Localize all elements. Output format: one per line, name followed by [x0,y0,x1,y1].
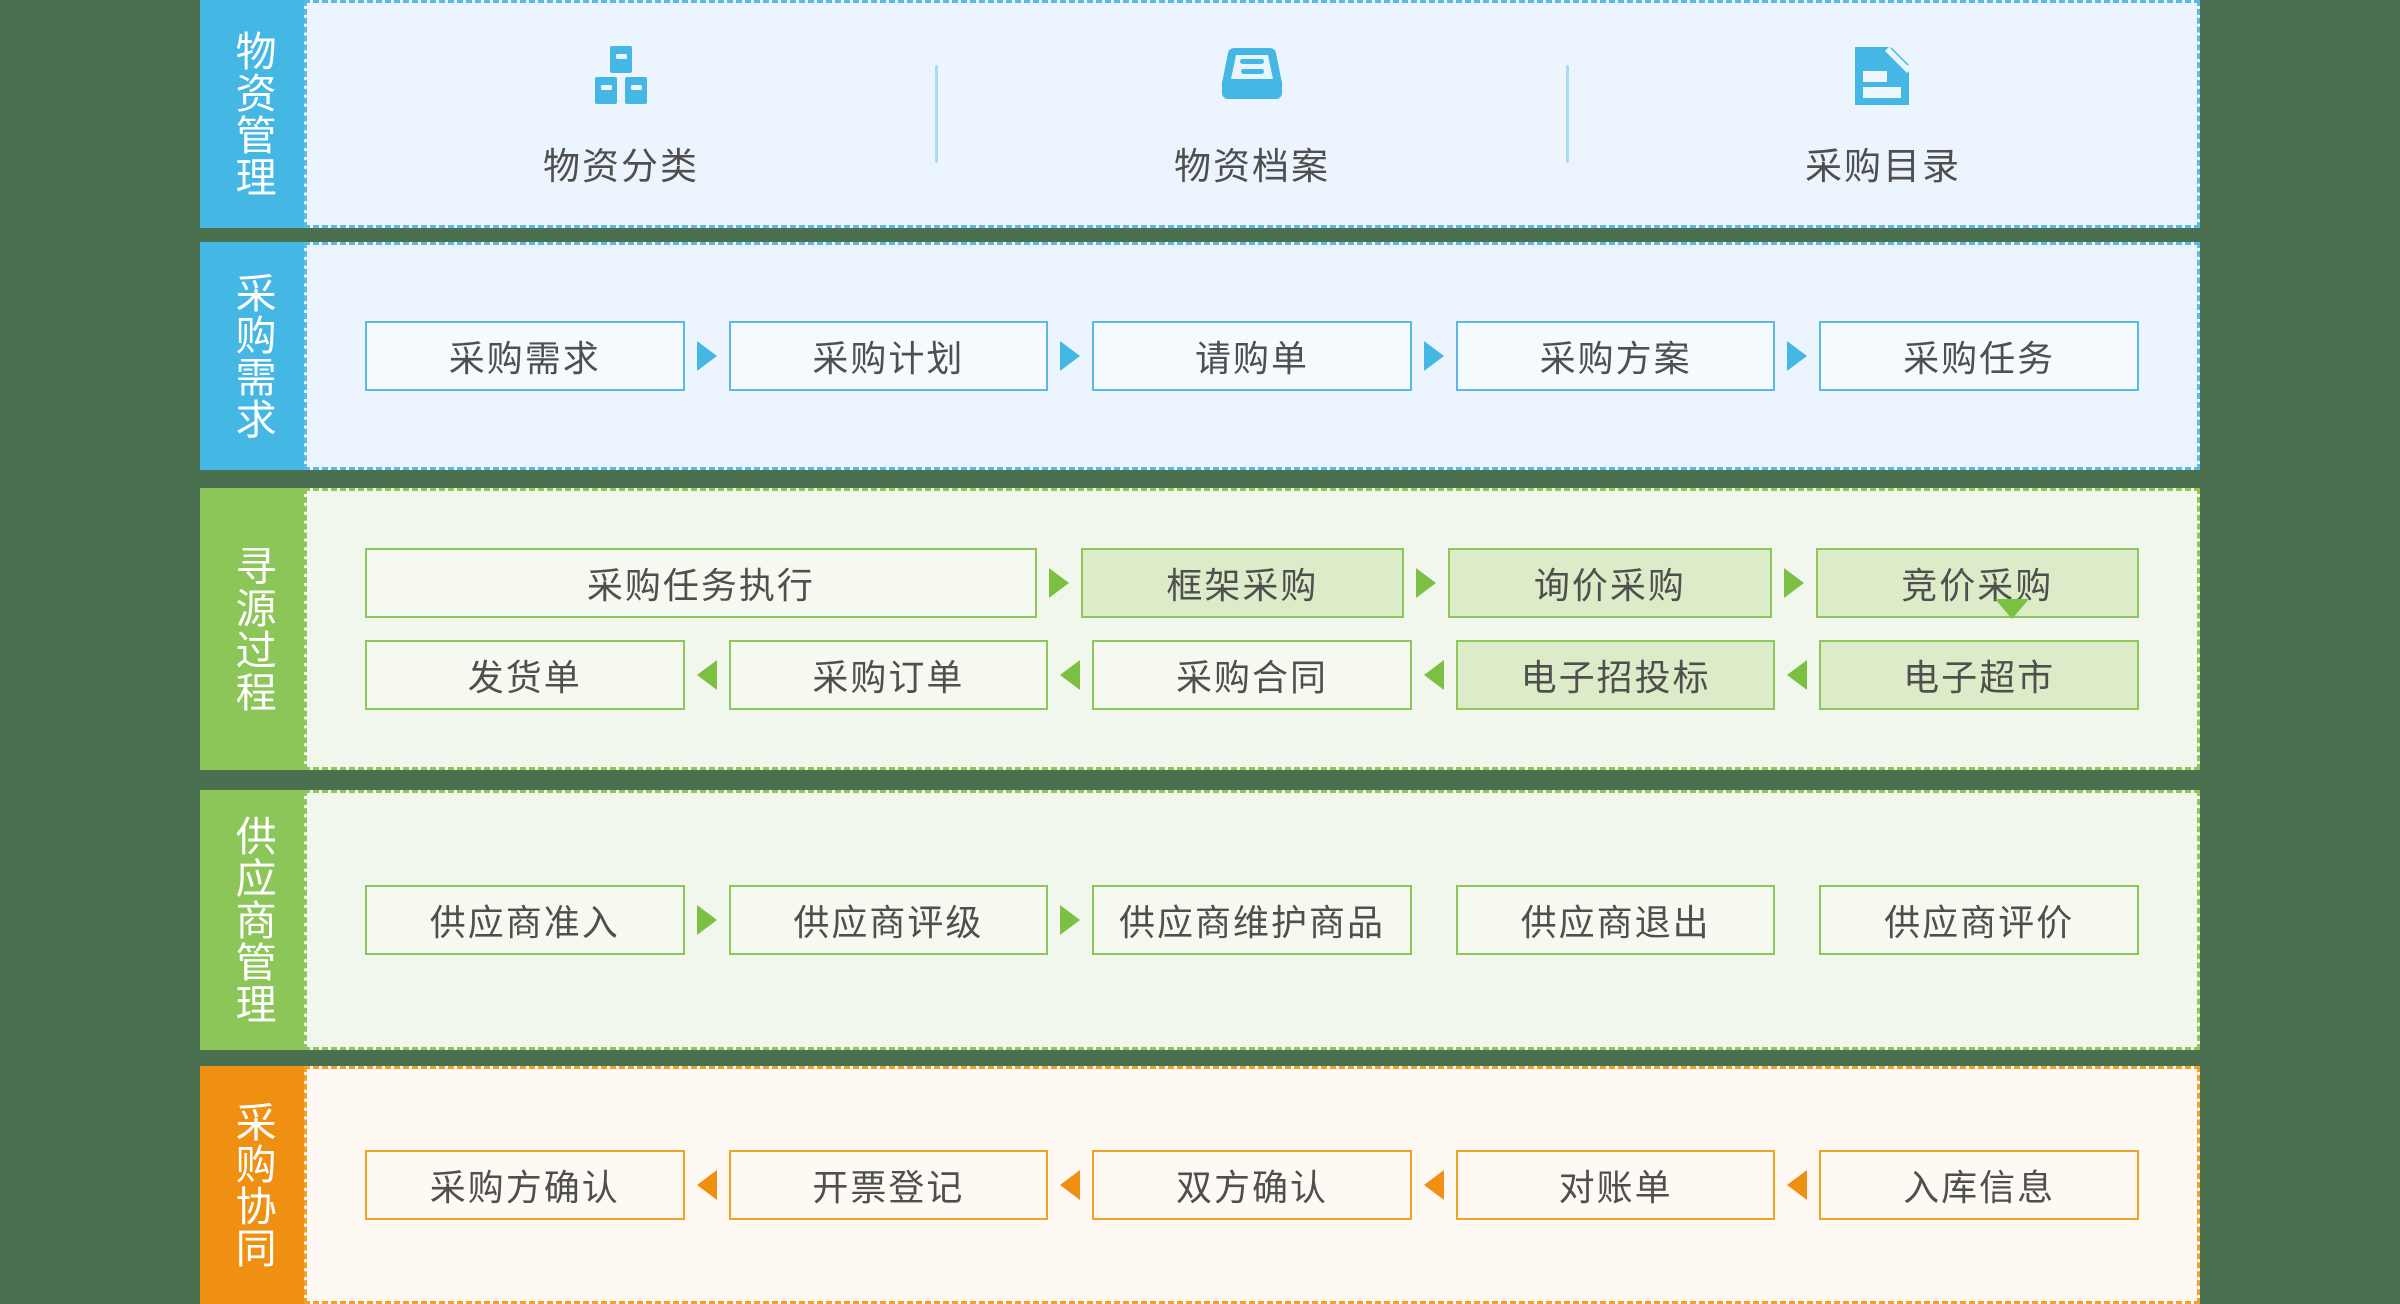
flow-node[interactable]: 供应商退出 [1455,885,1776,955]
flow-node[interactable]: 询价采购 [1448,548,1772,618]
row-label-supplier-management: 供应商管理 [200,790,304,1050]
row-sourcing-process: 寻源过程 采购任务执行 框架采购 询价采购 竞价采购 发货单 采购订单 [200,488,2200,770]
flow-node[interactable]: 竞价采购 [1815,548,2140,618]
arrow-right-icon [1048,905,1092,935]
flow-node[interactable]: 入库信息 [1819,1150,2139,1220]
row-panel-purchase-collaboration: 采购方确认 开票登记 双方确认 对账单 入库信息 [304,1066,2200,1304]
arrow-right-icon [1772,568,1816,598]
flow-node[interactable]: 采购方确认 [365,1150,685,1220]
row-panel-material-management: 物资分类 物资档案 [304,0,2200,228]
icon-item-label: 采购目录 [1805,146,1961,187]
icon-item-material-classification[interactable]: 物资分类 [307,38,935,190]
row-purchase-requirement: 采购需求 采购需求 采购计划 请购单 采购方案 采购任务 [200,242,2200,470]
inbox-tray-icon [1221,47,1283,99]
arrow-right-icon [1412,341,1456,371]
arrow-left-icon [1775,1170,1819,1200]
arrow-right-icon [685,905,729,935]
icon-item-list: 物资分类 物资档案 [307,3,2197,225]
flow-node[interactable]: 开票登记 [728,1150,1049,1220]
arrow-right-icon [1775,341,1819,371]
flow-node[interactable]: 供应商评级 [728,885,1049,955]
flow-node[interactable]: 采购计划 [728,321,1049,391]
flow-node[interactable]: 采购需求 [365,321,685,391]
row-panel-purchase-requirement: 采购需求 采购计划 请购单 采购方案 采购任务 [304,242,2200,470]
row-label-purchase-collaboration: 采购协同 [200,1066,304,1304]
arrow-left-icon [685,660,729,690]
row-supplier-management: 供应商管理 供应商准入 供应商评级 供应商维护商品 供应商退出 供应商评价 [200,790,2200,1050]
icon-separator [935,65,938,163]
row-panel-supplier-management: 供应商准入 供应商评级 供应商维护商品 供应商退出 供应商评价 [304,790,2200,1050]
arrow-right-icon [1037,568,1081,598]
icon-item-label: 物资分类 [543,146,699,187]
icon-separator [1566,65,1569,163]
row-label-sourcing-process: 寻源过程 [200,488,304,770]
flow-node[interactable]: 电子招投标 [1455,640,1776,710]
arrow-right-icon [685,341,729,371]
flow-node[interactable]: 采购合同 [1092,640,1412,710]
flow-node[interactable]: 采购任务 [1819,321,2139,391]
boxes-stack-icon [595,46,647,104]
arrow-left-icon [1048,1170,1092,1200]
flow-node[interactable]: 双方确认 [1092,1150,1412,1220]
arrow-right-icon [1404,568,1448,598]
arrow-down-icon [1995,599,2029,619]
flow-node[interactable]: 采购任务执行 [365,548,1037,618]
flow-node[interactable]: 供应商维护商品 [1092,885,1412,955]
row-panel-sourcing-process: 采购任务执行 框架采购 询价采购 竞价采购 发货单 采购订单 采购合同 电子招投… [304,488,2200,770]
flow-node[interactable]: 电子超市 [1819,640,2139,710]
arrow-left-icon [1775,660,1819,690]
row-material-management: 物资管理 物资分类 [200,0,2200,228]
flow-node[interactable]: 采购订单 [728,640,1049,710]
icon-item-label: 物资档案 [1174,146,1330,187]
flow-row-top: 采购任务执行 框架采购 询价采购 竞价采购 [365,548,2140,618]
arrow-left-icon [1048,660,1092,690]
flow-node[interactable]: 框架采购 [1080,548,1405,618]
flow-step-list: 供应商准入 供应商评级 供应商维护商品 供应商退出 供应商评价 [307,793,2197,1047]
flow-node[interactable]: 发货单 [365,640,685,710]
row-label-material-management: 物资管理 [200,0,304,228]
flow-node[interactable]: 对账单 [1455,1150,1776,1220]
flow-node[interactable]: 请购单 [1092,321,1412,391]
arrow-left-icon [1412,660,1456,690]
flow-row-bottom: 发货单 采购订单 采购合同 电子招投标 电子超市 [365,640,2139,710]
document-catalog-icon [1855,47,1911,105]
icon-item-purchase-catalog[interactable]: 采购目录 [1569,38,2197,190]
arrow-left-icon [685,1170,729,1200]
row-purchase-collaboration: 采购协同 采购方确认 开票登记 双方确认 对账单 入库信息 [200,1066,2200,1304]
flow-step-list: 采购方确认 开票登记 双方确认 对账单 入库信息 [307,1069,2197,1301]
arrow-right-icon [1048,341,1092,371]
flow-node[interactable]: 供应商评价 [1819,885,2139,955]
flow-node[interactable]: 采购方案 [1455,321,1776,391]
arrow-left-icon [1412,1170,1456,1200]
row-label-purchase-requirement: 采购需求 [200,242,304,470]
flow-node[interactable]: 供应商准入 [365,885,685,955]
icon-item-material-archive[interactable]: 物资档案 [938,38,1566,190]
flow-step-list: 采购需求 采购计划 请购单 采购方案 采购任务 [307,245,2197,467]
flow-step-grid: 采购任务执行 框架采购 询价采购 竞价采购 发货单 采购订单 采购合同 电子招投… [307,491,2197,767]
